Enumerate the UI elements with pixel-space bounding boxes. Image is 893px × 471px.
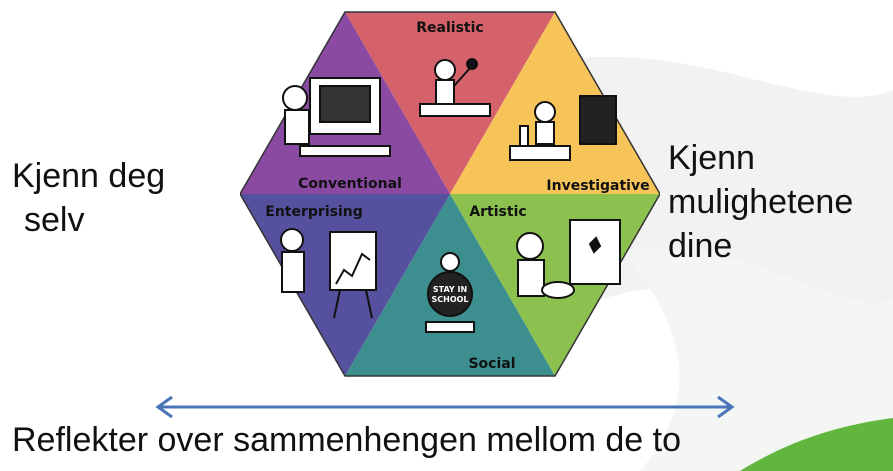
green-corner-swoosh xyxy=(740,418,893,471)
investigative-scientist-illustration xyxy=(509,95,617,161)
label-conventional: Conventional xyxy=(298,176,402,192)
right-caption: Kjenn mulighetene dine xyxy=(668,136,853,268)
segment-investigative xyxy=(450,12,660,194)
label-investigative: Investigative xyxy=(546,178,649,194)
left-caption: Kjenn deg selv xyxy=(12,154,165,242)
bottom-caption: Reflekter over sammenhengen mellom de to xyxy=(12,421,681,459)
enterprising-presenter-illustration xyxy=(280,228,377,319)
label-social: Social xyxy=(468,356,515,372)
double-headed-arrow xyxy=(155,395,735,419)
label-enterprising: Enterprising xyxy=(265,204,362,220)
right-caption-line-3: dine xyxy=(668,227,733,265)
realistic-worker-illustration xyxy=(419,58,491,117)
label-artistic: Artistic xyxy=(469,204,526,220)
svg-text:SCHOOL: SCHOOL xyxy=(431,295,468,304)
conventional-typist-illustration xyxy=(282,77,391,157)
right-caption-line-2: mulighetene xyxy=(668,183,854,221)
holland-code-hexagon: STAY IN SCHOOL Realistic Investigative A… xyxy=(240,11,660,377)
svg-text:STAY IN: STAY IN xyxy=(433,285,467,294)
right-caption-line-1: Kjenn xyxy=(668,139,755,177)
label-realistic: Realistic xyxy=(416,20,483,36)
left-caption-line-1: Kjenn deg xyxy=(12,157,166,195)
artistic-painter-illustration xyxy=(516,219,621,299)
left-caption-line-2: selv xyxy=(24,201,85,239)
social-stay-in-school-illustration: STAY IN SCHOOL xyxy=(425,252,475,333)
